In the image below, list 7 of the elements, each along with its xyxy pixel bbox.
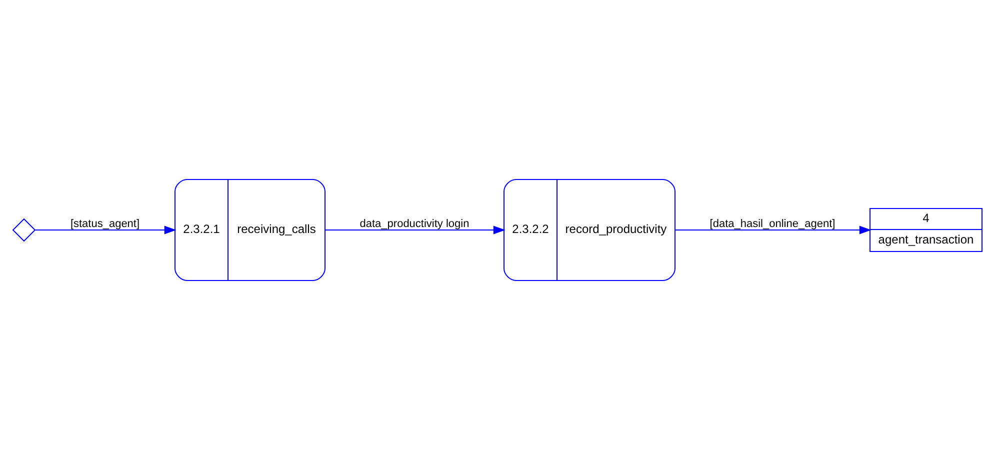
edge-label: [status_agent] xyxy=(70,217,140,230)
node-diamond xyxy=(12,218,36,242)
edge-label: data_productivity login xyxy=(360,217,470,230)
arrow xyxy=(324,225,506,234)
arrow xyxy=(674,225,872,234)
arrow xyxy=(34,225,176,234)
edge-label: [data_hasil_online_agent] xyxy=(710,217,836,230)
